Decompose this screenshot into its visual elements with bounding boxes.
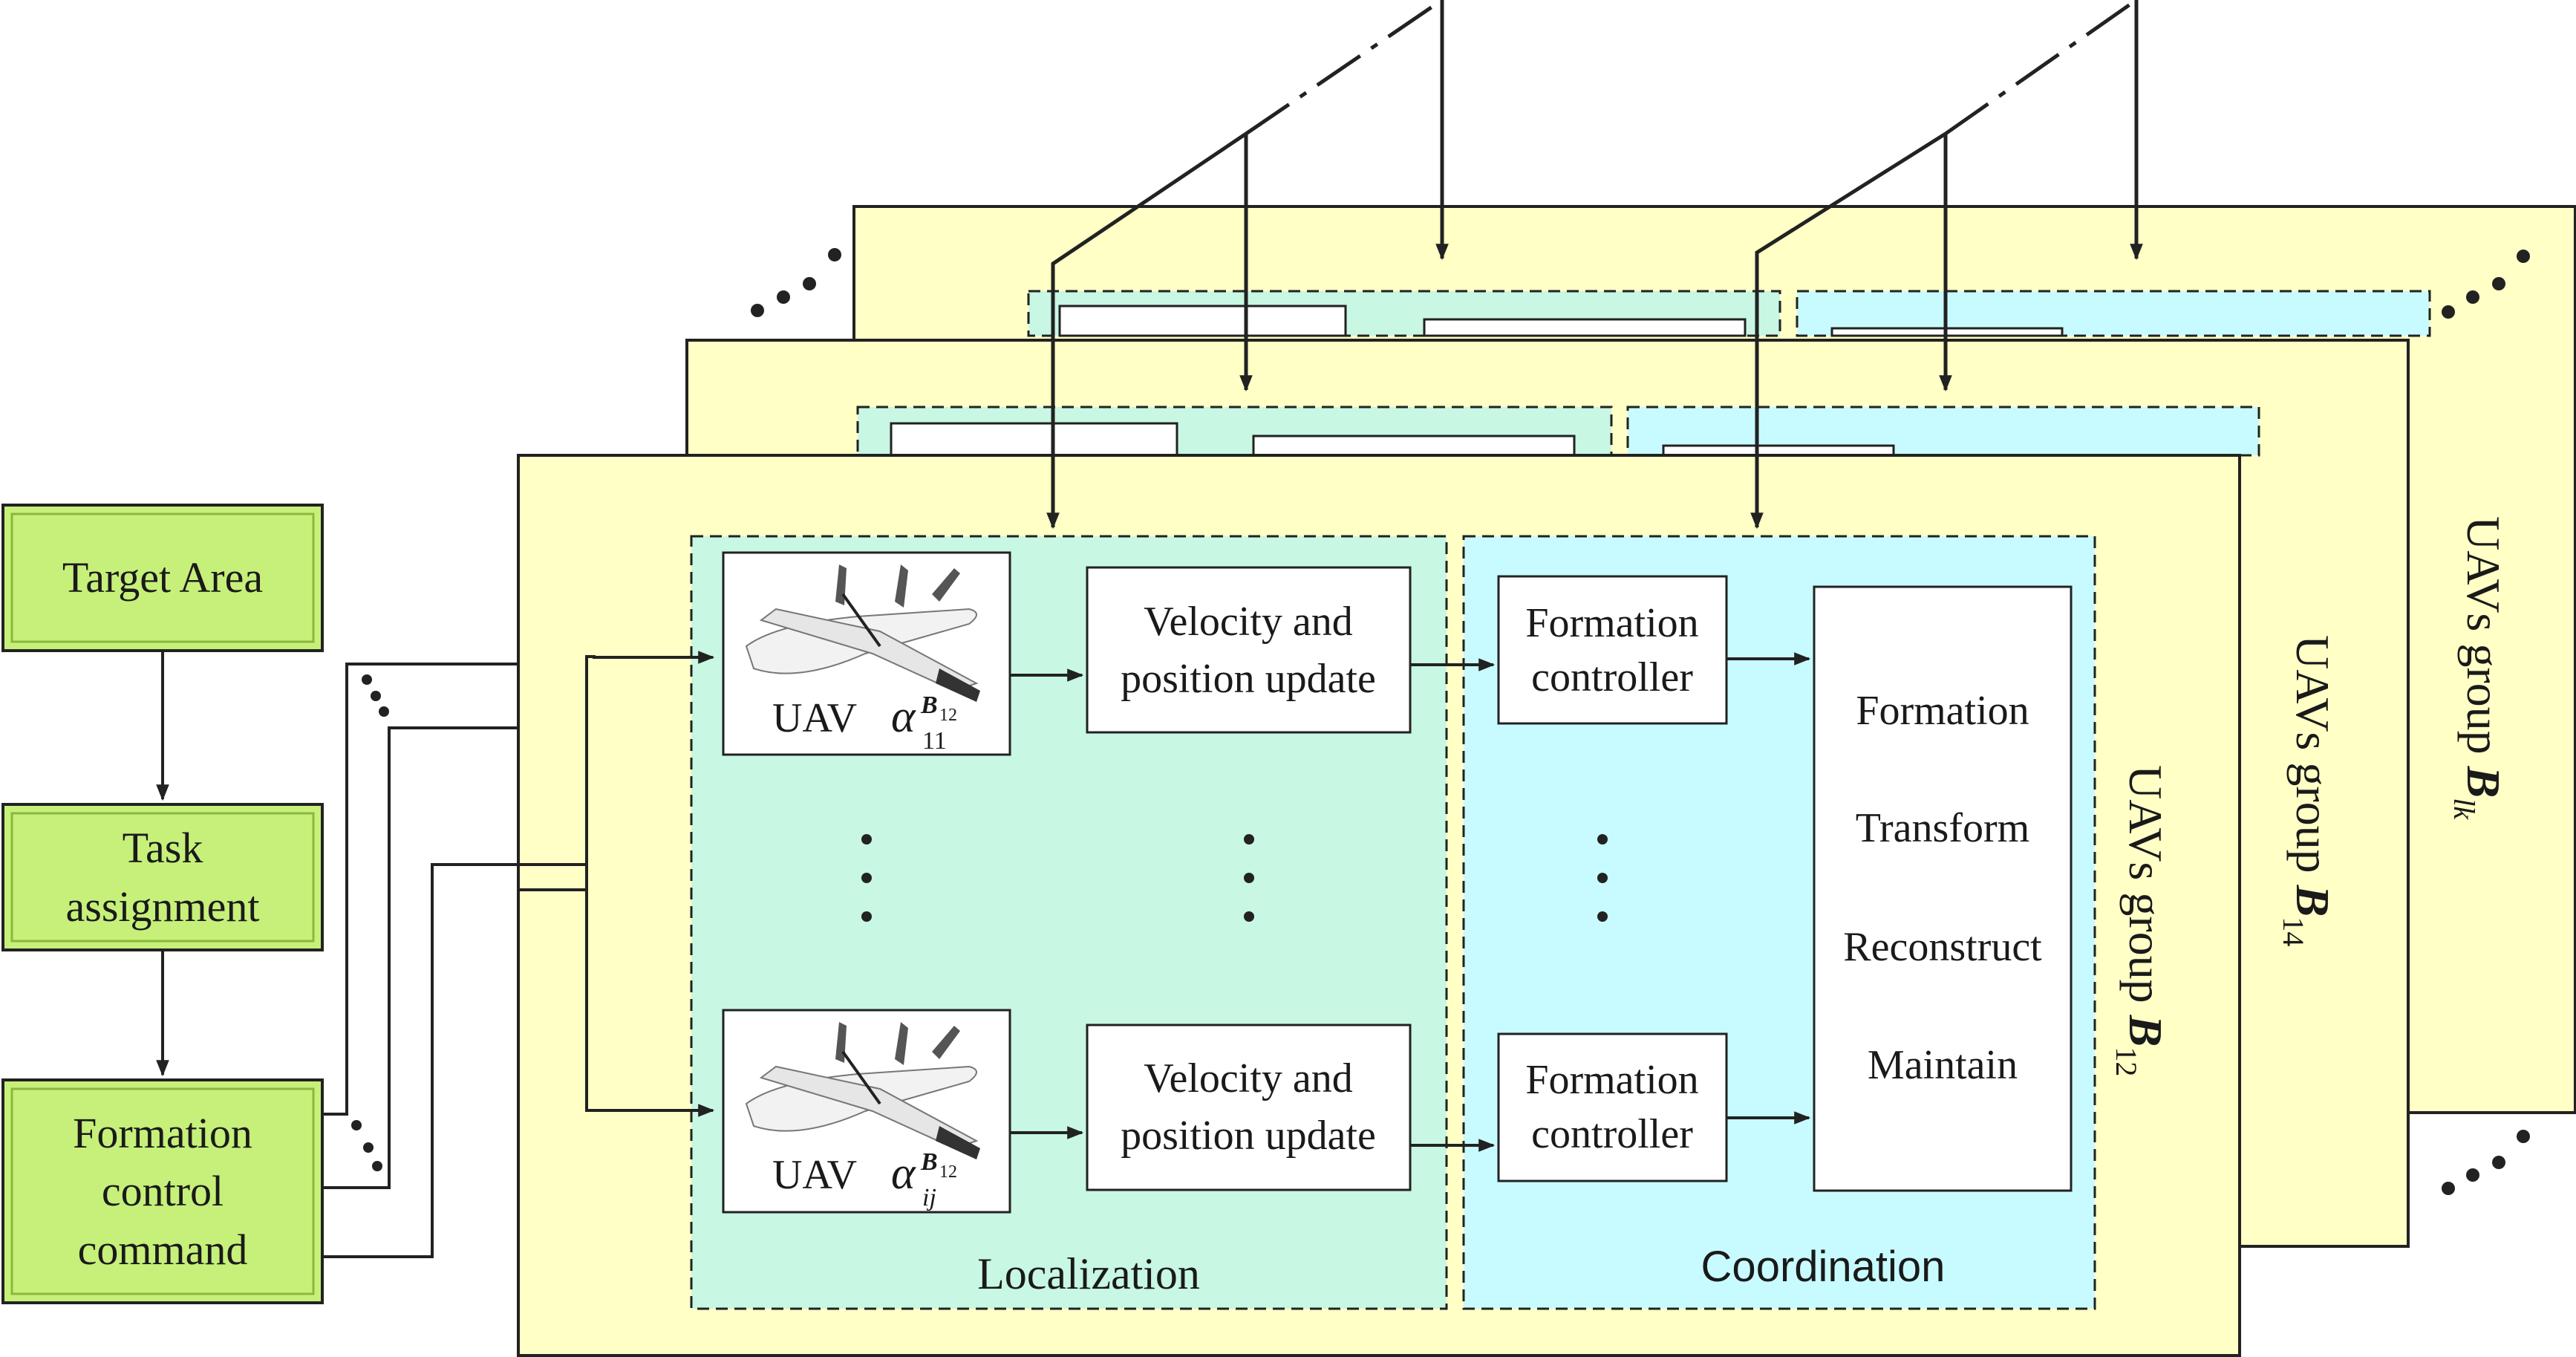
uav-bottom-sup-sub: 12 xyxy=(939,1162,957,1182)
coordination-label: Coordination xyxy=(1701,1243,1946,1291)
uav-bottom-sub: ij xyxy=(922,1184,936,1211)
group-label-back: UAVs group Blk xyxy=(2448,516,2510,820)
svg-text:Velocity and: Velocity and xyxy=(1144,1055,1352,1101)
command-connectors xyxy=(322,651,715,1258)
svg-text:Formation: Formation xyxy=(1525,600,1698,646)
svg-text:assignment: assignment xyxy=(66,882,260,931)
svg-text:UAVs group B12: UAVs group B12 xyxy=(2110,765,2172,1076)
action-formation: Formation xyxy=(1856,688,2029,734)
internal-arrows xyxy=(1010,652,1811,1152)
svg-text:position update: position update xyxy=(1121,656,1376,702)
svg-text:control: control xyxy=(102,1167,224,1215)
action-maintain: Maintain xyxy=(1868,1042,2018,1088)
svg-text:Formation: Formation xyxy=(1525,1057,1698,1103)
uav-box-top: UAV α 11 B 12 xyxy=(722,551,1011,756)
formation-actions-box: Formation Transform Reconstruct Maintain xyxy=(1813,585,2073,1192)
uav-aircraft-image xyxy=(745,564,980,702)
svg-text:UAVs group Blk: UAVs group Blk xyxy=(2448,516,2510,820)
formation-control-command-box: Formation control command xyxy=(1,1078,324,1304)
formation-controller-top: Formation controller xyxy=(1497,575,1728,725)
group-label-middle: UAVs group B14 xyxy=(2277,635,2339,946)
svg-text:Task: Task xyxy=(123,824,203,872)
task-assignment-box: Task assignment xyxy=(1,803,324,951)
uav-bottom-sup: B xyxy=(920,1148,938,1176)
velocity-update-bottom: Velocity and position update xyxy=(1086,1024,1412,1191)
svg-text:controller: controller xyxy=(1531,1111,1693,1157)
uav-bottom-alpha: α xyxy=(891,1148,916,1199)
action-reconstruct: Reconstruct xyxy=(1843,924,2042,970)
uav-top-sup-sub: 12 xyxy=(939,706,957,725)
uav-box-bottom: UAV α ij B 12 xyxy=(722,1009,1011,1214)
group-label-front: UAVs group B12 xyxy=(2110,765,2172,1076)
svg-text:Velocity and: Velocity and xyxy=(1144,599,1352,645)
uav-top-sub: 11 xyxy=(922,727,947,755)
corner-ellipses xyxy=(751,248,2530,1195)
uav-top-sup: B xyxy=(920,691,938,719)
uav-top-text: UAV xyxy=(772,695,857,741)
uav-aircraft-image xyxy=(745,1022,980,1159)
svg-text:controller: controller xyxy=(1531,654,1693,700)
target-area-box: Target Area xyxy=(1,504,324,652)
uav-top-alpha: α xyxy=(891,691,916,742)
connector-ellipsis xyxy=(351,674,389,1171)
svg-text:UAVs group B14: UAVs group B14 xyxy=(2277,635,2339,946)
vertical-ellipsis-group xyxy=(861,834,1608,922)
svg-text:Formation: Formation xyxy=(73,1109,252,1157)
velocity-update-top: Velocity and position update xyxy=(1086,566,1412,734)
svg-text:position update: position update xyxy=(1121,1113,1376,1159)
uav-bottom-text: UAV xyxy=(772,1152,857,1198)
action-transform: Transform xyxy=(1856,805,2029,851)
localization-label: Localization xyxy=(977,1249,1200,1298)
svg-text:command: command xyxy=(78,1226,248,1274)
svg-text:Target Area: Target Area xyxy=(62,553,263,602)
top-bracket-lines xyxy=(1046,0,2143,530)
formation-controller-bottom: Formation controller xyxy=(1497,1032,1728,1182)
